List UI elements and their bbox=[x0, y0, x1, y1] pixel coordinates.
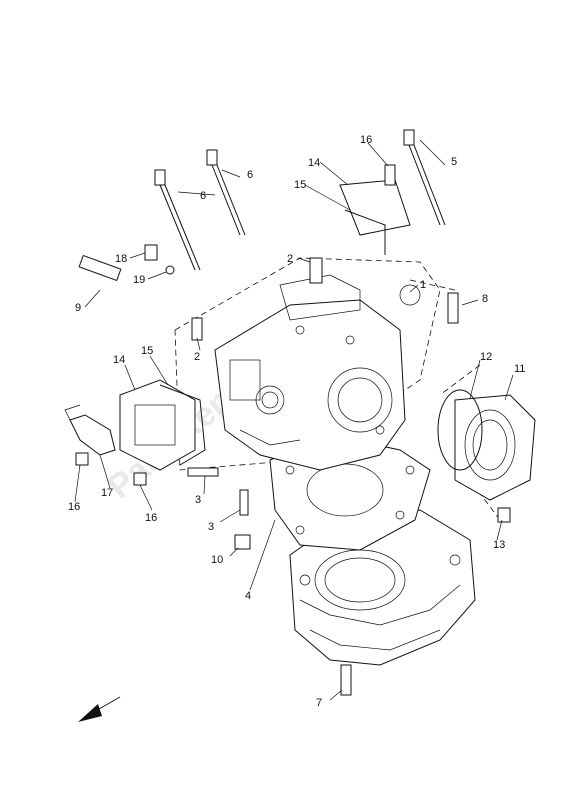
intake-manifold bbox=[454, 394, 536, 501]
callout-labels: 1 2 2 3 3 4 5 6 6 7 8 9 10 11 12 13 14 1… bbox=[68, 134, 525, 709]
callout-16: 16 bbox=[68, 501, 80, 513]
callout-6: 6 bbox=[247, 169, 253, 181]
callout-12: 12 bbox=[480, 351, 492, 363]
callout-5: 5 bbox=[451, 156, 457, 168]
top-cover-plate bbox=[339, 179, 411, 236]
front-direction-arrow-icon bbox=[78, 696, 121, 722]
side-cover-gasket-left bbox=[159, 384, 206, 466]
leader-lines bbox=[74, 139, 514, 701]
callout-11: 11 bbox=[514, 363, 525, 375]
callout-3: 3 bbox=[195, 494, 201, 506]
callout-2: 2 bbox=[287, 253, 293, 265]
callout-7: 7 bbox=[316, 697, 322, 709]
callout-6: 6 bbox=[200, 190, 206, 202]
top-cover-gasket bbox=[344, 209, 386, 255]
callout-8: 8 bbox=[482, 293, 488, 305]
callout-19: 19 bbox=[133, 274, 145, 286]
callout-17: 17 bbox=[101, 487, 113, 499]
callout-15: 15 bbox=[141, 345, 153, 357]
callout-3: 3 bbox=[208, 521, 214, 533]
callout-18: 18 bbox=[115, 253, 127, 265]
callout-14: 14 bbox=[308, 157, 320, 169]
callout-2: 2 bbox=[194, 351, 200, 363]
bracket bbox=[64, 404, 116, 456]
long-bolts bbox=[154, 129, 446, 271]
callout-16: 16 bbox=[360, 134, 372, 146]
cylinder-head bbox=[214, 274, 406, 471]
small-parts bbox=[75, 164, 511, 696]
callout-9: 9 bbox=[75, 302, 81, 314]
cylinder-block bbox=[289, 509, 476, 666]
callout-1: 1 bbox=[420, 279, 426, 291]
callout-13: 13 bbox=[493, 539, 505, 551]
callout-14: 14 bbox=[113, 354, 125, 366]
callout-10: 10 bbox=[211, 554, 223, 566]
side-cover-left bbox=[119, 379, 196, 471]
intake-gasket bbox=[437, 389, 483, 471]
callout-4: 4 bbox=[245, 590, 251, 602]
callout-16: 16 bbox=[145, 512, 157, 524]
callout-15: 15 bbox=[294, 179, 306, 191]
